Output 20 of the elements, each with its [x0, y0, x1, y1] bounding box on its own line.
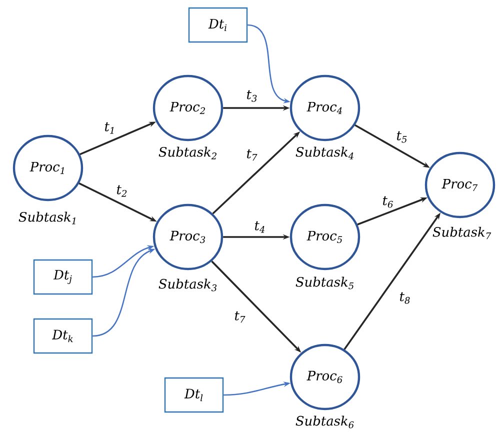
edge-label: t$_{8}$ [398, 291, 412, 305]
subtask-label: Subtask$_{5}$ [296, 276, 354, 290]
edge-label: t$_{7}$ [245, 148, 259, 162]
edge-label: t$_{3}$ [245, 89, 259, 103]
subtask-label: Subtask$_{3}$ [158, 278, 217, 292]
data-box: Dt$_{k}$ [33, 318, 93, 354]
subtask-label: Subtask$_{7}$ [432, 226, 492, 240]
edge-label: t$_{4}$ [253, 220, 267, 234]
data-box: Dt$_{j}$ [33, 259, 93, 295]
subtask-label: Subtask$_{2}$ [158, 146, 216, 160]
edge-label: t$_{2}$ [115, 184, 129, 198]
subtask-label: Subtask$_{4}$ [296, 146, 354, 160]
data-box: Dt$_{i}$ [188, 7, 248, 43]
edge-label: t$_{5}$ [395, 130, 409, 144]
data-box: Dt$_{l}$ [164, 377, 224, 413]
edge-label: t$_{1}$ [103, 121, 117, 135]
edge-label: t$_{6}$ [381, 195, 395, 209]
subtask-label: Subtask$_{6}$ [296, 416, 354, 428]
subtask-label: Subtask$_{1}$ [18, 212, 76, 224]
edge-label: t$_{7}$ [233, 310, 247, 324]
